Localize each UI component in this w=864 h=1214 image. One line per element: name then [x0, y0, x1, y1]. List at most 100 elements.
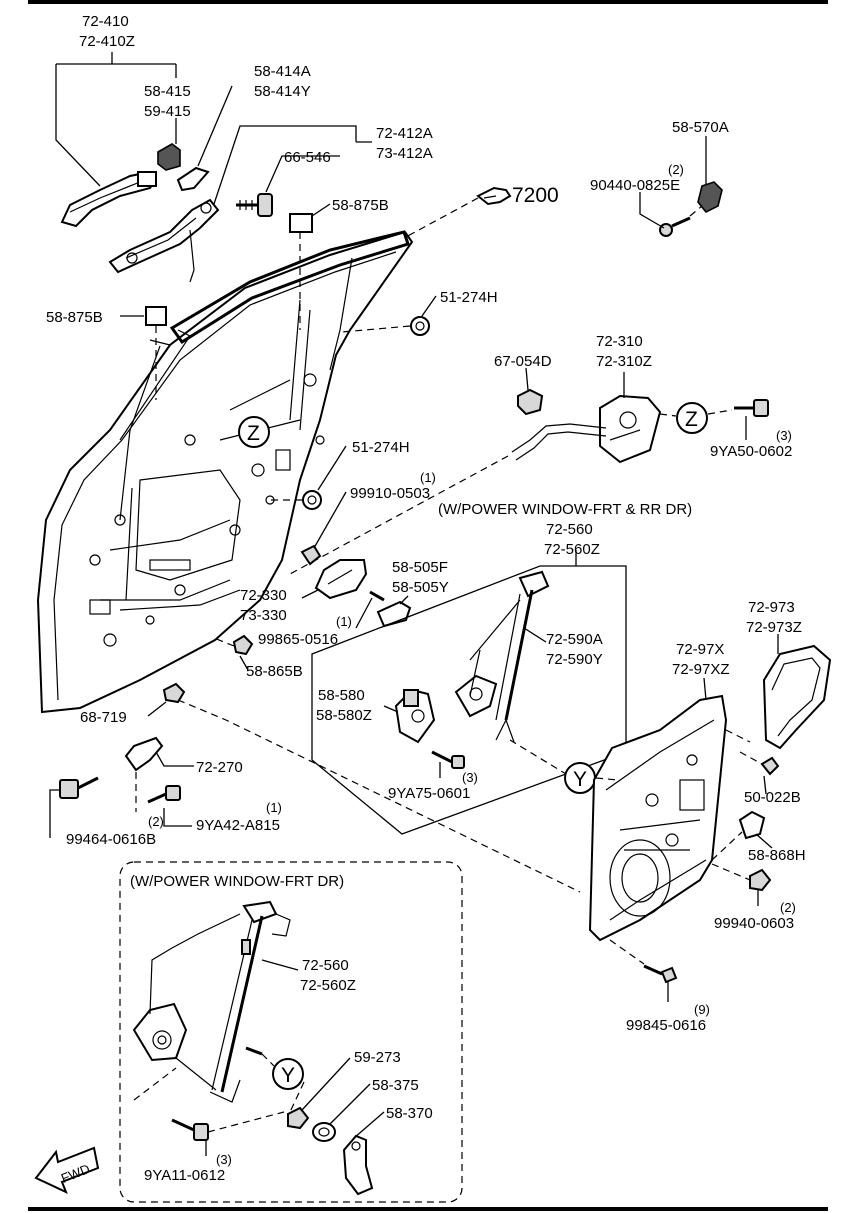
bolt-99464: [59, 776, 99, 799]
label-72-410z: 72-410Z: [79, 33, 135, 50]
label-72-560z-b: 72-560Z: [300, 977, 356, 994]
label-72-973: 72-973: [748, 599, 795, 616]
grommet-mid: [302, 490, 322, 510]
label-99865: 99865-0516: [258, 631, 338, 648]
bolt-9ya50: [734, 399, 769, 417]
label-72-97xz: 72-97XZ: [672, 661, 730, 678]
label-68-719: 68-719: [80, 709, 127, 726]
z-marker-right-circle: [676, 402, 708, 434]
bolt-90440: [659, 216, 691, 237]
label-72-560-b: 72-560: [302, 957, 349, 974]
bolt-66-546: [236, 193, 273, 217]
bolt-9ya11: [171, 1118, 209, 1141]
label-58-370: 58-370: [386, 1105, 433, 1122]
grommet-top: [410, 316, 430, 336]
label-59-273: 59-273: [354, 1049, 401, 1066]
label-z-door: Z: [247, 422, 260, 445]
label-9ya50-qty: (3): [776, 428, 792, 443]
door-lock-actuator: [511, 394, 662, 464]
label-99910: 99910-0503: [350, 485, 430, 502]
leader-lines: [49, 52, 779, 1156]
label-y-right: Y: [573, 768, 587, 791]
bolt-9ya42: [147, 785, 181, 804]
label-72-410: 72-410: [82, 13, 129, 30]
clip-68-719: [162, 682, 186, 704]
label-73-330: 73-330: [240, 607, 287, 624]
label-72-590a: 72-590A: [546, 631, 603, 648]
screw-99865: [369, 590, 385, 602]
label-58-375: 58-375: [372, 1077, 419, 1094]
label-73-412a: 73-412A: [376, 145, 433, 162]
bottom-rule: [28, 1207, 828, 1211]
label-9ya75: 9YA75-0601: [388, 785, 470, 802]
label-y-inset: Y: [281, 1064, 295, 1087]
label-72-310z: 72-310Z: [596, 353, 652, 370]
label-9ya42-qty-a: (2): [148, 814, 164, 829]
screw-99845: [643, 964, 678, 984]
label-9ya75-qty: (3): [462, 770, 478, 785]
label-99940: 99940-0603: [714, 915, 794, 932]
clip-67-054d: [517, 388, 544, 416]
label-9ya11-qty: (3): [216, 1152, 232, 1167]
label-58-505f: 58-505F: [392, 559, 448, 576]
z-marker-door-circle: [238, 416, 270, 448]
label-72-560-a: 72-560: [546, 521, 593, 538]
label-72-973z: 72-973Z: [746, 619, 802, 636]
label-72-330: 72-330: [240, 587, 287, 604]
regulator-box-frt-rr: [311, 565, 627, 835]
spacer-58-875b-left: [145, 306, 167, 326]
label-72-590y: 72-590Y: [546, 651, 603, 668]
part-labels: 72-410 72-410Z 58-415 59-415 58-414A 58-…: [46, 13, 806, 1186]
nut-59-273: [287, 1106, 310, 1130]
label-90440: 90440-0825E: [590, 177, 680, 194]
label-58-865b: 58-865B: [246, 663, 303, 680]
reference-arrow-icon: [476, 186, 512, 206]
label-58-570a: 58-570A: [672, 119, 729, 136]
seal-58-868h: [738, 810, 766, 840]
y-marker-inset-circle: [272, 1058, 304, 1090]
label-58-875b-left: 58-875B: [46, 309, 103, 326]
label-9ya42: 9YA42-A815: [196, 817, 280, 834]
label-58-414y: 58-414Y: [254, 83, 311, 100]
label-90440-qty: (2): [668, 162, 684, 177]
label-99910-qty: (1): [420, 470, 436, 485]
door-inner-panel: [36, 230, 414, 714]
nut-99940: [749, 868, 772, 892]
clip-58-570a: [697, 181, 723, 214]
label-50-022b: 50-022B: [744, 789, 801, 806]
label-51-274h-top: 51-274H: [440, 289, 498, 306]
label-9ya42-qty-b: (1): [266, 800, 282, 815]
label-58-868h: 58-868H: [748, 847, 806, 864]
label-72-310: 72-310: [596, 333, 643, 350]
handle-cover: [376, 600, 412, 628]
label-66-546: 66-546: [284, 149, 331, 166]
label-99845: 99845-0616: [626, 1017, 706, 1034]
label-72-97x: 72-97X: [676, 641, 724, 658]
handle-bracket: [108, 198, 220, 283]
module-carrier-panel: [588, 694, 728, 942]
spacer-58-875b-top: [289, 213, 313, 233]
label-58-875b-top: 58-875B: [332, 197, 389, 214]
note-power-window-frt-rr: (W/POWER WINDOW-FRT & RR DR): [438, 501, 692, 518]
clip-50-022b: [760, 756, 780, 776]
label-67-054d: 67-054D: [494, 353, 552, 370]
label-9ya50: 9YA50-0602: [710, 443, 792, 460]
fwd-arrow-icon: [34, 1146, 100, 1194]
window-crank: [342, 1134, 374, 1196]
handle-cap: [157, 143, 181, 171]
module-seal: [762, 644, 832, 750]
inset-frt-dr: [119, 861, 463, 1203]
label-9ya11: 9YA11-0612: [144, 1167, 225, 1184]
outer-door-handle: [60, 170, 158, 228]
label-99865-qty: (1): [336, 614, 352, 629]
label-72-270: 72-270: [196, 759, 243, 776]
label-99845-qty: (9): [694, 1002, 710, 1017]
label-58-414a: 58-414A: [254, 63, 311, 80]
label-58-505y: 58-505Y: [392, 579, 449, 596]
washer-58-375: [312, 1122, 336, 1142]
label-58-580: 58-580: [318, 687, 365, 704]
label-72-412a: 72-412A: [376, 125, 433, 142]
handle-gasket: [176, 166, 210, 192]
label-72-560z-a: 72-560Z: [544, 541, 600, 558]
